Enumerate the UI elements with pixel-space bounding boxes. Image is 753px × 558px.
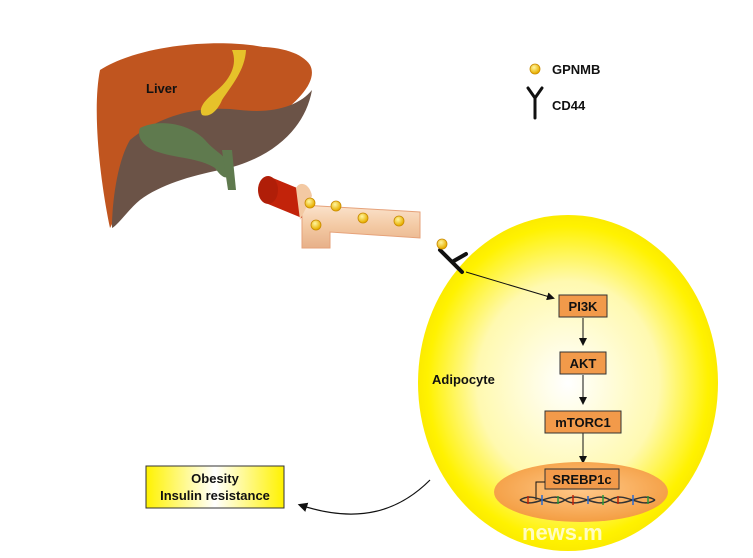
gpnmb-particle — [310, 219, 322, 231]
watermark: news.m — [522, 520, 603, 545]
gpnmb-particle — [357, 212, 369, 224]
legend-gpnmb-icon — [529, 63, 541, 75]
nucleus: SREBP1c — [494, 462, 668, 522]
adipocyte-label: Adipocyte — [432, 372, 495, 387]
srebp1c-label: SREBP1c — [552, 472, 611, 487]
legend-gpnmb-label: GPNMB — [552, 62, 600, 77]
liver-left-lobe — [223, 46, 312, 128]
mtorc1-label: mTORC1 — [555, 415, 610, 430]
outcome-insulin-resistance: Insulin resistance — [160, 488, 270, 503]
outcome-obesity: Obesity — [191, 471, 239, 486]
pi3k-node: PI3K — [558, 294, 608, 318]
bile-duct — [222, 150, 236, 190]
legend-cd44-icon — [526, 86, 544, 120]
outcome-box: Obesity Insulin resistance — [145, 465, 285, 509]
akt-label: AKT — [570, 356, 597, 371]
blood-vessel — [258, 176, 421, 249]
gpnmb-particle — [330, 200, 342, 212]
bound-gpnmb-icon — [436, 238, 448, 250]
transcription-arrow — [535, 481, 545, 500]
mtorc1-node: mTORC1 — [544, 410, 622, 434]
arrow-to-outcome — [297, 479, 431, 515]
akt-node: AKT — [559, 351, 607, 375]
liver-label: Liver — [146, 81, 177, 96]
liver-illustration: Liver — [96, 43, 312, 228]
gpnmb-particle — [304, 197, 316, 209]
dna-helix — [519, 495, 656, 505]
gallbladder — [139, 123, 232, 178]
gpnmb-particle — [393, 215, 405, 227]
pi3k-label: PI3K — [569, 299, 599, 314]
liver-ligament — [200, 50, 246, 116]
cd44-receptor — [436, 238, 468, 274]
arrow-cd44-to-pi3k — [465, 271, 555, 301]
adipocyte-cell: Adipocyte PI3K AKT mTORC1 SREBP1c — [418, 215, 718, 551]
legend: GPNMB CD44 — [526, 62, 600, 120]
legend-cd44-label: CD44 — [552, 98, 586, 113]
